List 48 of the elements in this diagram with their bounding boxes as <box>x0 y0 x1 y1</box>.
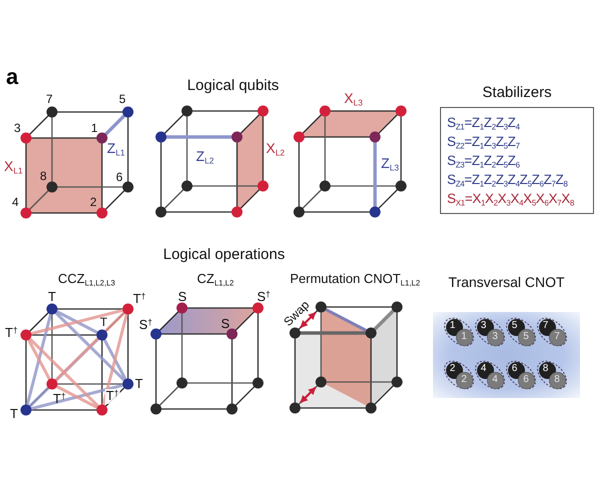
qubit-circle: 6 <box>518 372 534 388</box>
qubit-circle: 3 <box>486 328 504 346</box>
operator-label: X$_{L2}$ <box>266 140 285 156</box>
gate-label: T <box>48 290 56 305</box>
vertex-number: 4 <box>12 196 19 210</box>
gate-label: T$^{†}$ <box>133 292 146 307</box>
gate-label: S <box>178 290 187 305</box>
gate-label: S$^{†}$ <box>257 290 270 305</box>
qubit-circle: 1 <box>446 318 462 336</box>
panel-letter: a <box>6 64 18 90</box>
panel-heading: Stabilizers <box>481 83 553 103</box>
qubit-circle: 2 <box>456 372 472 388</box>
gate-label: T <box>100 316 108 330</box>
section-title: Logical operations <box>163 246 285 264</box>
vertex-number: 7 <box>46 93 53 107</box>
gate-label: T <box>135 377 143 392</box>
operator-label: Z$_{L3}$ <box>381 155 399 172</box>
gate-label: T$^{†}$ <box>53 392 66 407</box>
stabilizer-equation: S$_{Z3}$=Z$_{1}$Z$_{2}$Z$_{5}$Z$_{6}$ <box>447 152 521 170</box>
stabilizer-equation: S$_{Z4}$=Z$_{1}$Z$_{2}$Z$_{3}$Z$_{4}$Z$_{5}$Z$_{6}$Z$_{7}$Z$_{8}$ <box>447 171 568 189</box>
qubit-circle: 8 <box>548 372 566 388</box>
gate-label: S$^{†}$ <box>139 318 152 333</box>
section-title: Logical qubits <box>187 77 279 94</box>
stabilizer-equation: S$_{Z2}$=Z$_{1}$Z$_{3}$Z$_{5}$Z$_{7}$ <box>447 133 521 151</box>
gate-label: S <box>221 317 230 332</box>
vertex-number: 5 <box>119 93 126 107</box>
stabilizer-equation: S$_{Z1}$=Z$_{1}$Z$_{2}$Z$_{3}$Z$_{4}$ <box>447 114 521 132</box>
panel-heading: Transversal CNOT <box>447 274 566 290</box>
qubit-circle: 8 <box>538 362 556 378</box>
qubit-circle: 4 <box>486 372 504 388</box>
gate-label: T$^{†}$ <box>105 389 120 404</box>
operation-title: Permutation CNOT$_{L1,L2}$ <box>290 272 420 287</box>
qubit-circle: 1 <box>456 328 472 346</box>
operation-title: CZ$_{L1,L2}$ <box>197 272 234 287</box>
operator-label: Z$_{L2}$ <box>196 148 214 164</box>
gate-label: T$^{†}$ <box>5 326 18 341</box>
stabilizer-equation: S$_{X1}$=X$_{1}$X$_{2}$X$_{3}$X$_{4}$X$_{5}$X$_{6}$X$_{7}$X$_{8}$ <box>447 190 575 208</box>
operator-label: X$_{L1}$ <box>4 158 23 174</box>
qubit-circle: 2 <box>446 362 462 378</box>
qubit-circle: 7 <box>548 328 566 346</box>
vertex-number: 3 <box>14 122 21 136</box>
gate-label: T <box>10 407 18 422</box>
qubit-circle: 3 <box>476 318 494 336</box>
qubit-circle: 6 <box>508 362 524 378</box>
qubit-circle: 5 <box>508 318 524 336</box>
operation-title: CCZ$_{L1,L2,L3}$ <box>58 272 116 287</box>
qubit-circle: 5 <box>518 328 534 346</box>
operator-label: X$_{L3}$ <box>344 90 363 106</box>
